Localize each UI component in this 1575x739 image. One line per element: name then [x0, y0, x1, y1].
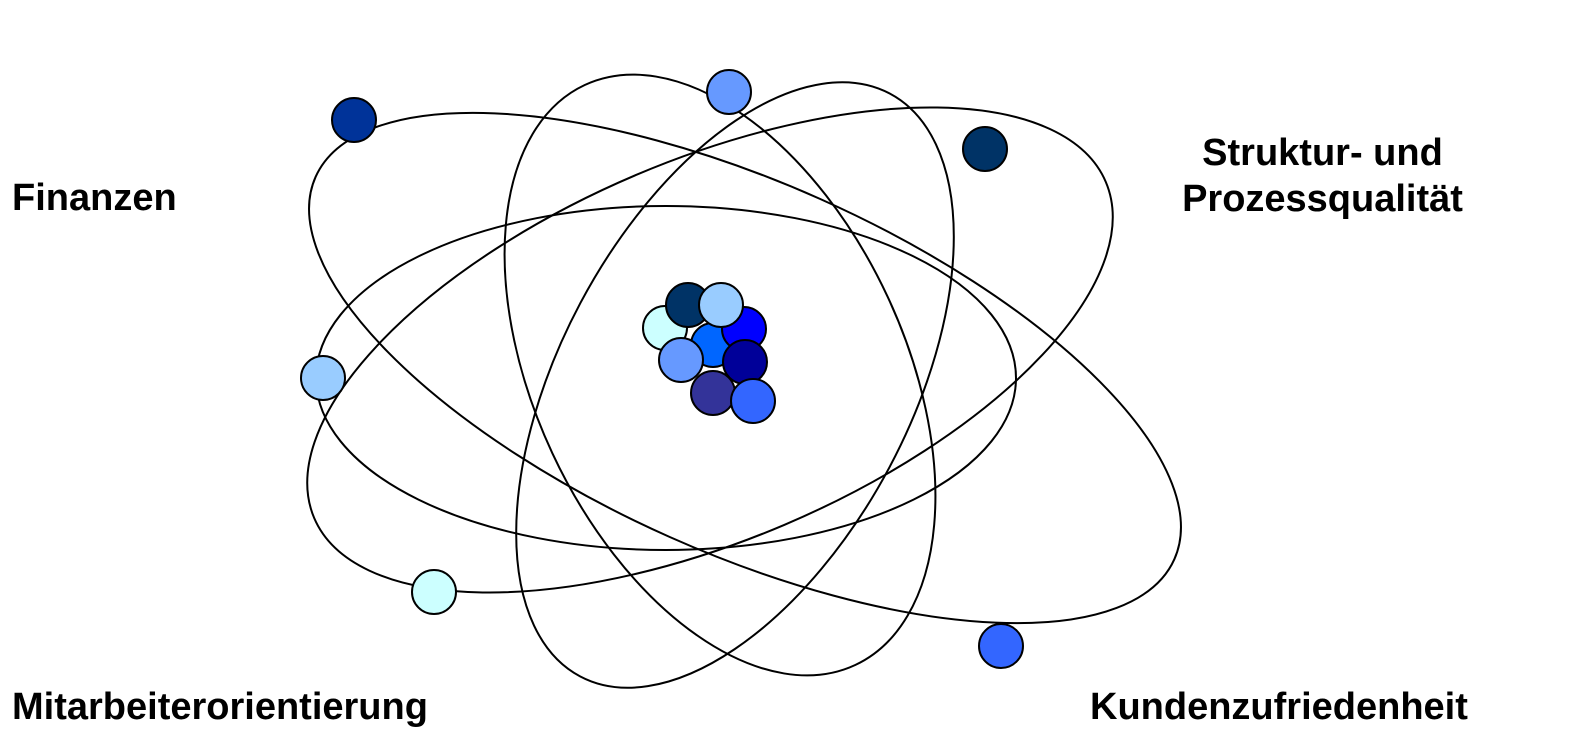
orbit-tilted-left	[515, 81, 955, 689]
orbit-diagonal-down	[308, 111, 1182, 625]
electron	[706, 69, 752, 115]
electrons	[300, 69, 1024, 669]
label-struktur-line2: Prozessqualität	[1182, 178, 1463, 220]
electron	[300, 355, 346, 401]
nucleus-particle	[730, 378, 776, 424]
electron	[331, 97, 377, 143]
label-kundenzufriedenheit: Kundenzufriedenheit	[1090, 686, 1468, 728]
nucleus-particle	[698, 282, 744, 328]
electron	[962, 126, 1008, 172]
label-mitarbeiterorientierung: Mitarbeiterorientierung	[12, 686, 428, 728]
label-finanzen: Finanzen	[12, 177, 177, 219]
orbit-tilted-right	[503, 73, 937, 677]
orbit-horizontal	[315, 205, 1017, 551]
orbit-diagonal-up	[306, 106, 1114, 594]
electron	[411, 569, 457, 615]
nucleus	[642, 282, 776, 424]
label-struktur-line1: Struktur- und	[1202, 132, 1443, 174]
nucleus-particle	[690, 370, 736, 416]
electron	[978, 623, 1024, 669]
orbits	[306, 73, 1182, 689]
label-struktur-prozessqualitaet: Struktur- und Prozessqualität	[1150, 130, 1495, 222]
nucleus-particle	[658, 337, 704, 383]
